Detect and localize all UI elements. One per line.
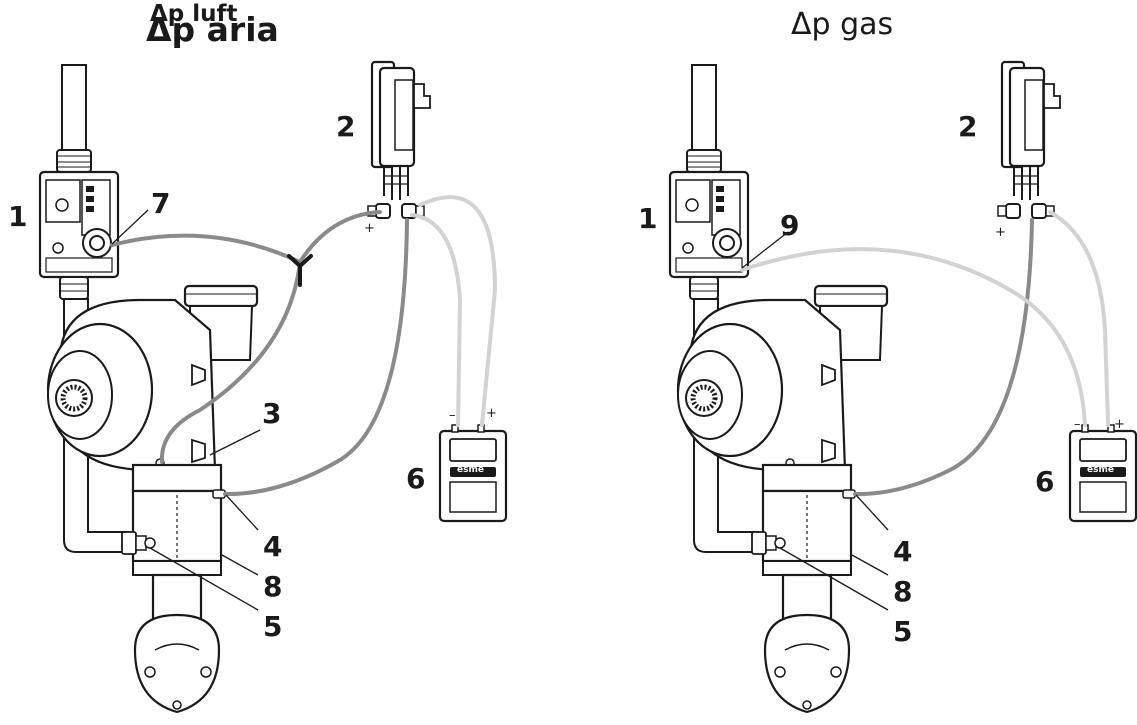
right-label-8: 8 — [893, 575, 913, 608]
right-burner-assembly — [670, 65, 887, 712]
right-hoses — [740, 210, 1110, 497]
left-label-4: 4 — [263, 530, 283, 563]
left-label-5: 5 — [263, 610, 283, 643]
left-title-aria: Δp aria — [146, 10, 279, 49]
left-label-7: 7 — [151, 187, 171, 220]
left-title-luft: Δp luft — [150, 1, 238, 27]
left-meter-plus: + — [486, 406, 497, 421]
left-y-connector — [287, 254, 313, 287]
right-title-gas: Δp gas — [791, 7, 894, 42]
right-pressure-switch — [996, 60, 1062, 220]
right-label-9: 9 — [780, 209, 800, 242]
right-meter-minus: – — [1074, 417, 1081, 432]
right-panel — [670, 60, 1137, 712]
left-burner-assembly — [40, 65, 257, 712]
right-meter-brand: esme — [1087, 465, 1114, 475]
left-leader-lines — [111, 209, 261, 611]
right-meter-plus: + — [1114, 417, 1125, 432]
right-label-6: 6 — [1035, 465, 1055, 498]
left-meter-minus: – — [449, 408, 456, 423]
left-meter-brand: esme — [457, 465, 484, 475]
left-label-8: 8 — [263, 570, 283, 603]
right-switch-plus: + — [995, 225, 1006, 240]
left-label-1: 1 — [8, 200, 28, 233]
right-label-1: 1 — [638, 202, 658, 235]
right-label-2: 2 — [958, 110, 978, 143]
right-leader-lines — [741, 231, 889, 611]
left-label-3: 3 — [262, 397, 282, 430]
left-label-6: 6 — [406, 462, 426, 495]
left-label-2: 2 — [336, 110, 356, 143]
left-hoses — [110, 195, 498, 497]
left-switch-plus: + — [364, 221, 375, 236]
right-label-5: 5 — [893, 615, 913, 648]
right-label-4: 4 — [893, 535, 913, 568]
left-pressure-switch — [366, 60, 432, 220]
left-panel — [40, 60, 508, 712]
